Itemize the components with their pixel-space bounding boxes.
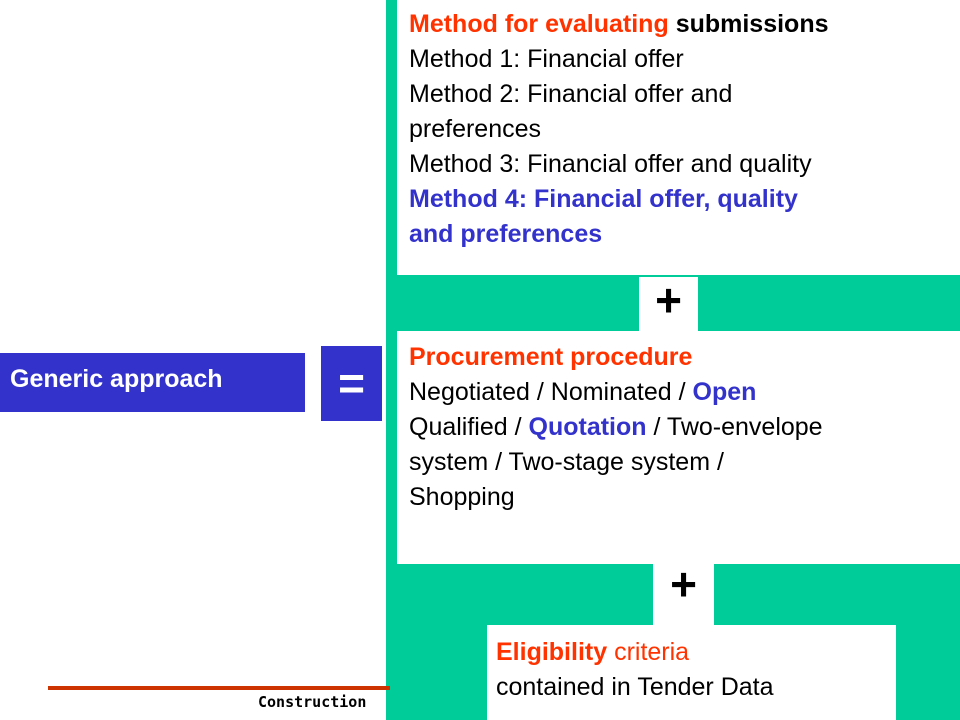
evaluation-methods-box: Method for evaluating submissions Method… <box>397 0 960 275</box>
procedure-line2-text2: / Two-envelope <box>646 413 823 441</box>
procedure-line4: Shopping <box>409 483 515 511</box>
procedure-line2: Qualified / Quotation / Two-envelope <box>409 410 960 445</box>
footer-text: Construction <box>258 693 367 711</box>
eligibility-line2: contained in Tender Data <box>496 673 774 701</box>
methods-heading: Method for evaluating submissions <box>409 7 960 42</box>
procedure-quotation: Quotation <box>528 413 647 441</box>
procedure-heading: Procurement procedure <box>409 343 693 371</box>
procedure-line1: Negotiated / Nominated / Open <box>409 375 960 410</box>
procedure-line1-text: Negotiated / Nominated / <box>409 378 693 406</box>
plus-sign-top: + <box>639 277 698 331</box>
eligibility-word: Eligibility <box>496 638 608 666</box>
method-4-line2: and preferences <box>409 220 603 248</box>
equals-sign: = <box>321 346 382 421</box>
procurement-procedure-box: Procurement procedure Negotiated / Nomin… <box>397 331 960 564</box>
method-4-line1: Method 4: Financial offer, quality <box>409 185 798 213</box>
footer-rule <box>48 686 390 690</box>
procedure-line3: system / Two-stage system / <box>409 448 724 476</box>
method-2-line1: Method 2: Financial offer and <box>409 80 733 108</box>
plus-sign-bottom: + <box>653 561 714 625</box>
generic-approach-label: Generic approach <box>0 353 305 412</box>
eligibility-line1: Eligibility criteria <box>496 635 896 670</box>
methods-heading-part1: Method for evaluating <box>409 10 669 38</box>
procedure-line2-text1: Qualified / <box>409 413 529 441</box>
method-3: Method 3: Financial offer and quality <box>409 150 812 178</box>
method-1: Method 1: Financial offer <box>409 45 684 73</box>
method-2-line2: preferences <box>409 115 542 143</box>
eligibility-criteria-word: criteria <box>614 638 690 666</box>
eligibility-criteria-box: Eligibility criteria contained in Tender… <box>487 625 896 720</box>
methods-heading-part2: submissions <box>675 10 829 38</box>
procedure-open: Open <box>692 378 757 406</box>
